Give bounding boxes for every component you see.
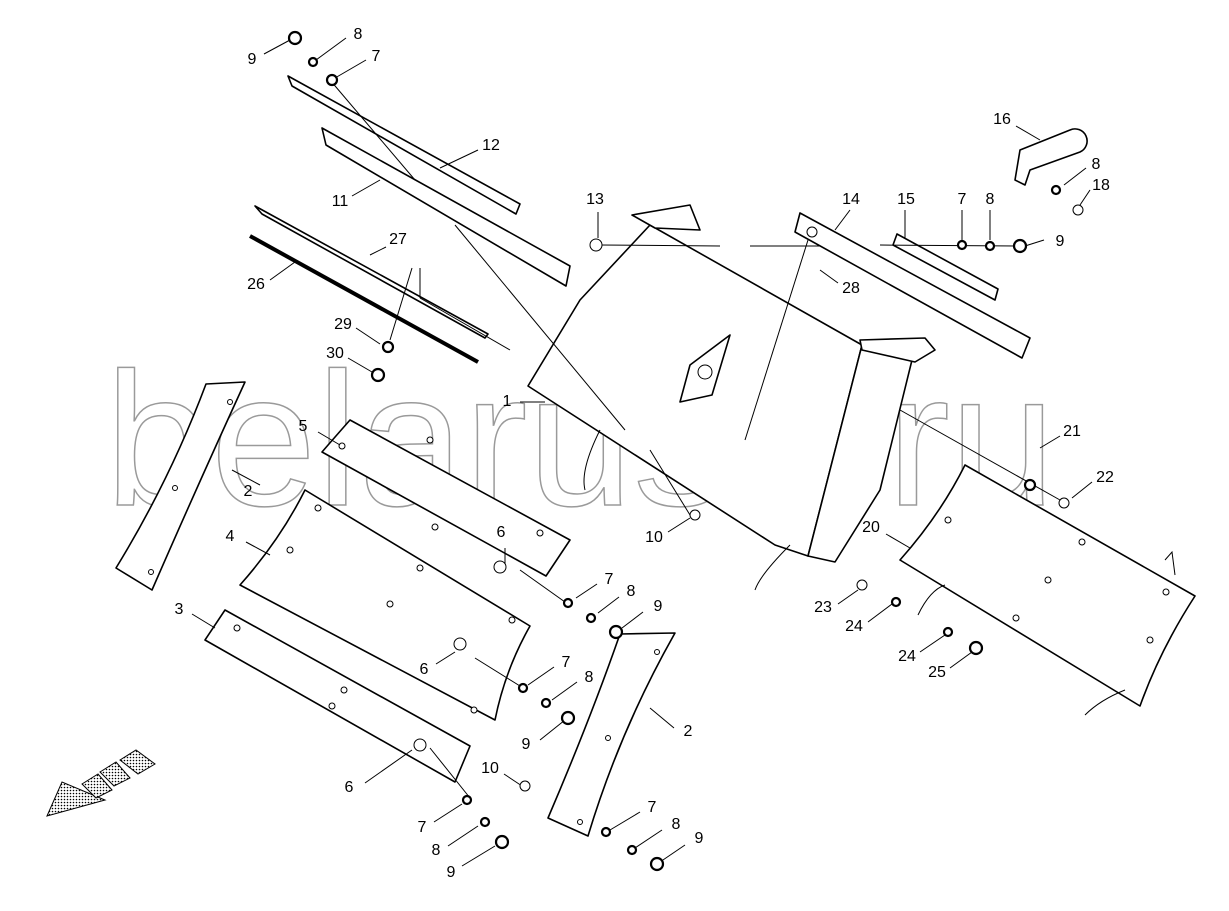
panel-3: [204, 609, 471, 783]
hook-bottom: [754, 544, 791, 591]
callout: 7: [958, 191, 967, 208]
callout: 12: [482, 137, 500, 154]
strip-12: [287, 75, 521, 215]
callout: 4: [226, 528, 235, 545]
callout: 8: [585, 669, 594, 686]
strip-15: [892, 233, 999, 301]
callout: 10: [645, 529, 663, 546]
callout: 8: [986, 191, 995, 208]
callout: 29: [334, 316, 352, 333]
bracket-16: [1014, 128, 1088, 186]
callout: 11: [332, 193, 349, 210]
strip-11: [321, 127, 571, 287]
callout: 2: [244, 483, 253, 500]
callout: 28: [842, 280, 860, 297]
callout: 6: [420, 661, 429, 678]
callout: 2: [684, 723, 693, 740]
callout: 6: [345, 779, 354, 796]
callout: 7: [605, 571, 614, 588]
callout: 7: [648, 799, 657, 816]
callout: 20: [862, 519, 880, 536]
callout: 13: [586, 191, 604, 208]
direction-arrow-icon: [46, 749, 156, 817]
strip-14: [794, 212, 1031, 359]
leader-lines: [191, 37, 1093, 867]
callout: 26: [247, 276, 265, 293]
callout: 8: [672, 816, 681, 833]
callout: 10: [481, 760, 499, 777]
callout: 9: [1056, 233, 1065, 250]
callout: 3: [175, 601, 184, 618]
callout: 6: [497, 524, 506, 541]
callout: 16: [993, 111, 1011, 128]
callout: 9: [447, 864, 456, 881]
holes: [148, 399, 1170, 825]
callout: 22: [1096, 469, 1114, 486]
top-bracket: [631, 204, 701, 231]
callout: 8: [354, 26, 363, 43]
panel-2-right: [547, 632, 676, 837]
callout: 1: [503, 393, 512, 410]
callout: 5: [299, 418, 308, 435]
callout: 7: [418, 819, 427, 836]
callout: 9: [522, 736, 531, 753]
panel-4: [239, 489, 531, 721]
callout: 18: [1092, 177, 1110, 194]
hook-left: [583, 429, 601, 491]
callout: 23: [814, 599, 832, 616]
right-bracket: [859, 337, 936, 363]
panel-5: [321, 419, 571, 577]
panel-20: [899, 464, 1196, 707]
callout: 9: [248, 51, 257, 68]
callout: 9: [654, 598, 663, 615]
callout-labels: 9 8 7 12 11 13 14 15 7 8 9 16 8 18 27 26…: [175, 26, 1114, 881]
callout: 30: [326, 345, 344, 362]
callout: 24: [898, 648, 916, 665]
callout: 8: [627, 583, 636, 600]
callout: 14: [842, 191, 860, 208]
callout: 7: [372, 48, 381, 65]
callout: 27: [389, 231, 407, 248]
seal-26: [249, 234, 479, 364]
callout: 8: [1092, 156, 1101, 173]
callout: 7: [562, 654, 571, 671]
callout: 8: [432, 842, 441, 859]
fasteners: [287, 30, 1084, 872]
callout: 15: [897, 191, 915, 208]
strip-27: [254, 205, 489, 339]
panel-2-left: [115, 381, 246, 591]
callout: 9: [695, 830, 704, 847]
callout: 25: [928, 664, 946, 681]
callout: 24: [845, 618, 863, 635]
callout: 21: [1063, 423, 1081, 440]
